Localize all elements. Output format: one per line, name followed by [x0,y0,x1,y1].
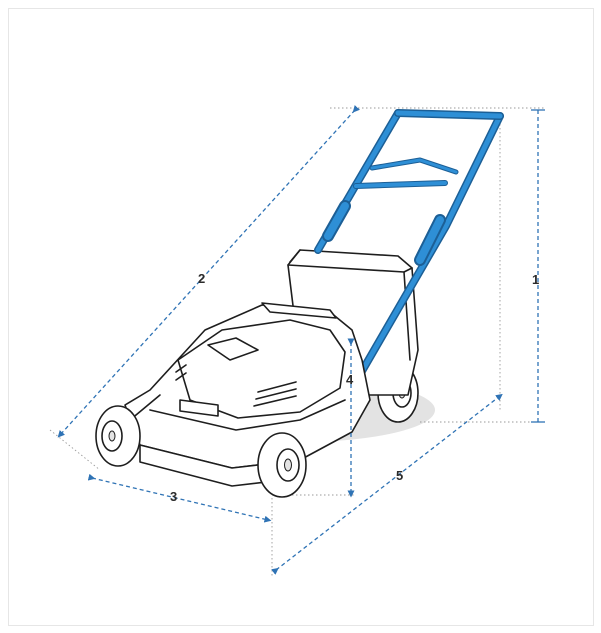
dimension-label-3: 3 [170,489,177,504]
front-wheel-left [95,405,141,467]
dimension-3 [87,473,272,523]
dimension-5 [271,393,503,575]
dimension-label-2: 2 [198,271,205,286]
front-wheel-right [257,432,307,498]
dimension-label-1: 1 [532,272,539,287]
mower-deck [124,302,371,487]
dimension-label-4: 4 [346,372,354,387]
dimension-1 [531,109,545,423]
dimension-2 [57,105,360,438]
dimension-label-5: 5 [396,468,403,483]
